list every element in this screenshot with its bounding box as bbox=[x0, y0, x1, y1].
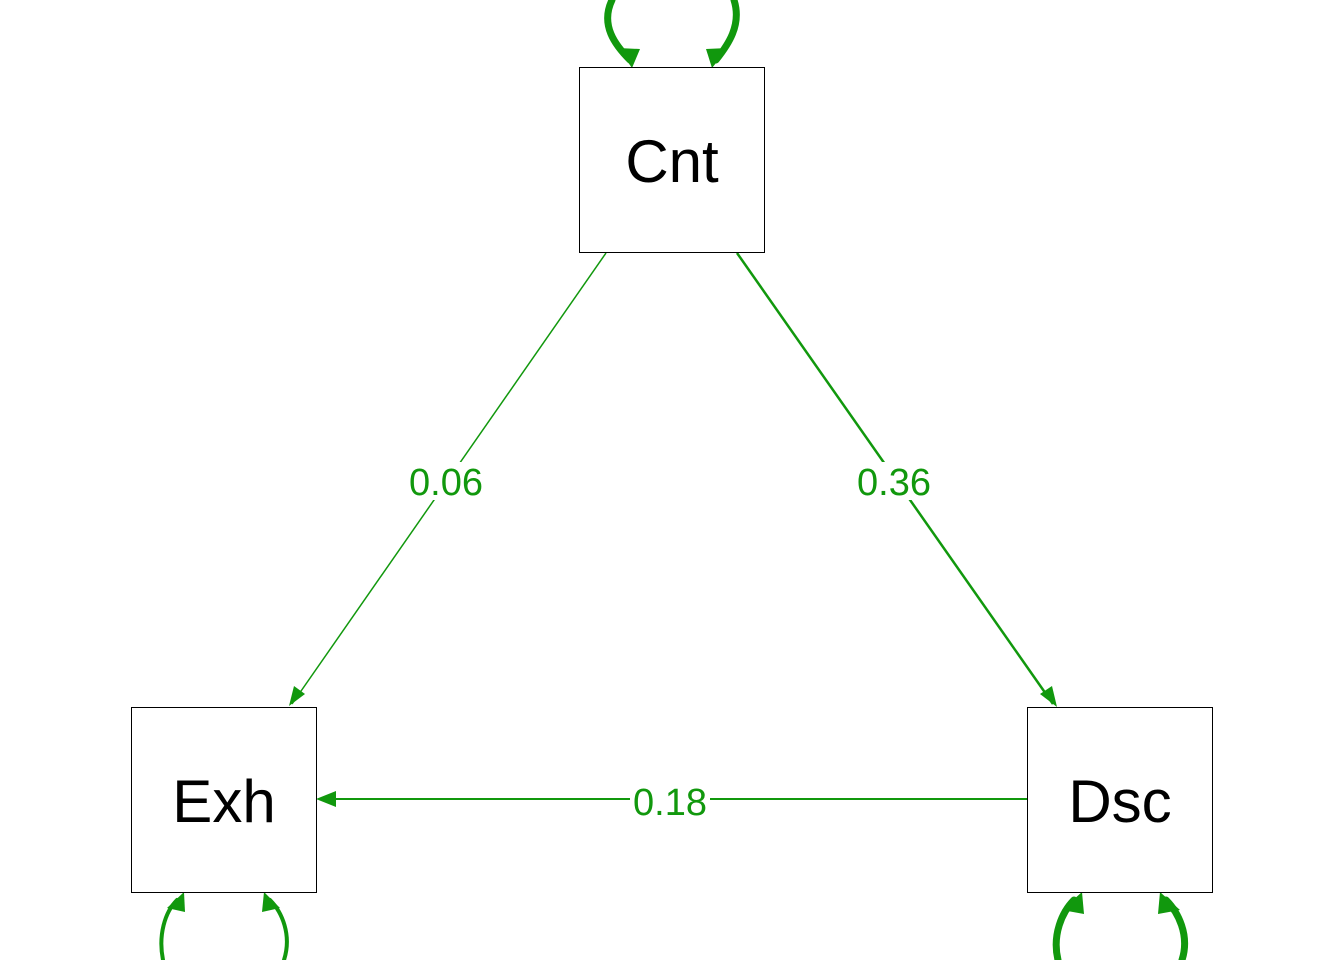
self-loop-exh bbox=[159, 892, 289, 960]
edge-label-dsc-exh: 0.18 bbox=[633, 782, 707, 824]
node-exh: Exh bbox=[131, 707, 317, 893]
self-loop-cnt bbox=[604, 0, 740, 68]
self-loop-cnt-arrowhead-left bbox=[618, 48, 640, 68]
self-loop-cnt-arrowhead-right bbox=[706, 48, 728, 68]
node-cnt: Cnt bbox=[579, 67, 765, 253]
edge-label-group-cnt-exh: 0.06 bbox=[406, 462, 486, 504]
edge-label-bg bbox=[406, 462, 486, 500]
edge-label-bg bbox=[854, 462, 934, 500]
node-cnt-box bbox=[579, 67, 765, 253]
edge-cnt-dsc-arrowhead bbox=[1040, 686, 1057, 707]
node-dsc-box bbox=[1027, 707, 1213, 893]
edge-label-cnt-exh: 0.06 bbox=[409, 462, 483, 504]
node-exh-label: Exh bbox=[172, 768, 275, 835]
node-cnt-label: Cnt bbox=[625, 128, 719, 195]
node-exh-box bbox=[131, 707, 317, 893]
edge-cnt-exh-arrowhead bbox=[289, 686, 305, 706]
self-loop-exh-arrowhead-left bbox=[167, 892, 185, 912]
edge-label-bg bbox=[630, 782, 710, 820]
edge-label-group-dsc-exh: 0.18 bbox=[630, 782, 710, 824]
edge-label-cnt-dsc: 0.36 bbox=[857, 462, 931, 504]
self-loop-exh-arrowhead-right bbox=[262, 892, 280, 912]
node-dsc: Dsc bbox=[1027, 707, 1213, 893]
self-loop-dsc bbox=[1052, 892, 1189, 960]
edge-dsc-exh-arrowhead bbox=[316, 791, 336, 807]
self-loop-dsc-arrowhead-right bbox=[1158, 892, 1180, 914]
self-loop-dsc-arrowhead-left bbox=[1062, 892, 1084, 914]
node-dsc-label: Dsc bbox=[1068, 768, 1171, 835]
edge-label-group-cnt-dsc: 0.36 bbox=[854, 462, 934, 504]
